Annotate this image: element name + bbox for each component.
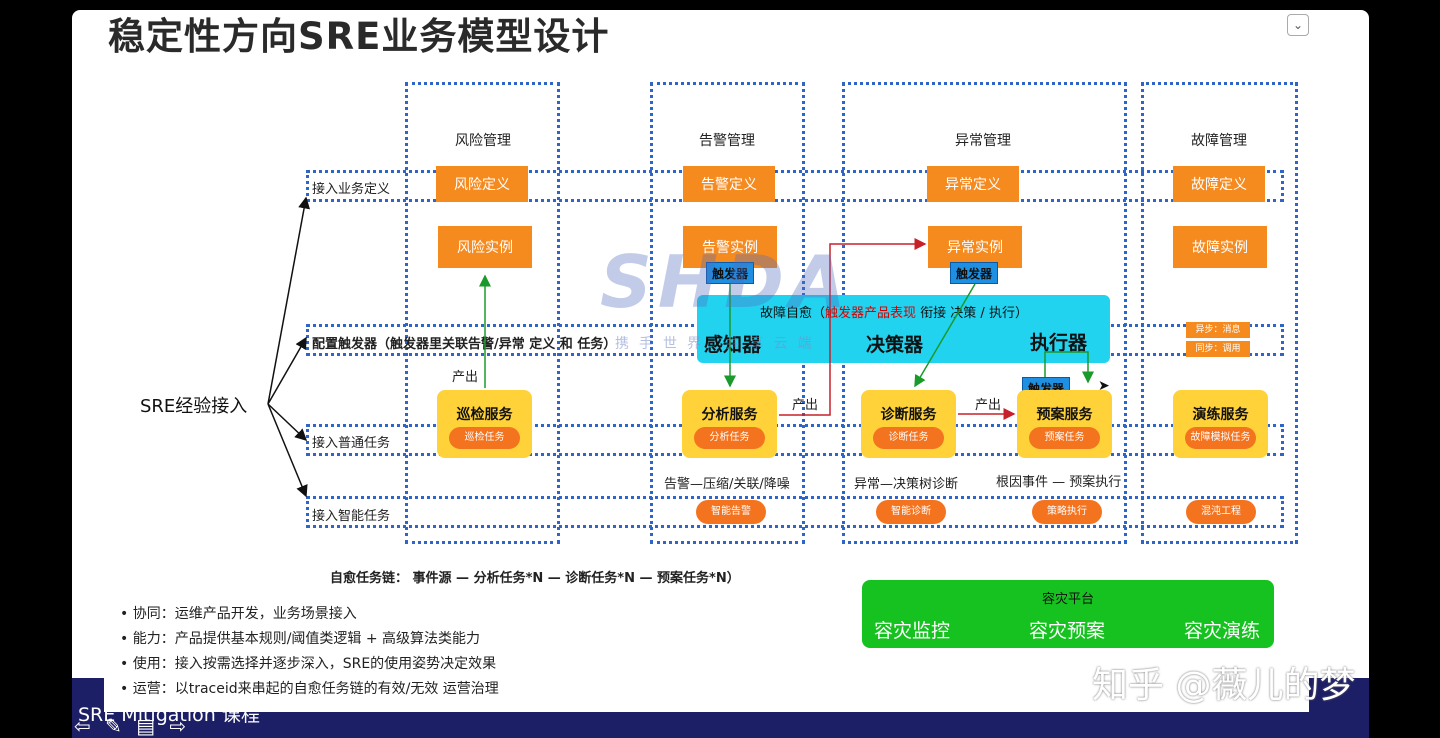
zhihu-credit: 知乎 @薇儿的梦: [1092, 665, 1356, 706]
plan-service-label: 预案服务: [1036, 407, 1093, 423]
watermark-logo: SHDA: [600, 240, 852, 324]
row-frame-smart-task: [306, 496, 1284, 528]
footer-white-strip: [104, 678, 1309, 712]
sre-fan-arrows: [267, 196, 310, 498]
row-frame-normal-task: [306, 424, 1284, 456]
row-label-business-def: 接入业务定义: [312, 182, 391, 197]
bullet-capability: • 能力：产品提供基本规则/阈值类逻辑 + 高级算法类能力: [120, 631, 481, 647]
diagnosis-service: 诊断服务 诊断任务: [861, 390, 956, 458]
smart-diagnosis-pill: 智能诊断: [876, 500, 946, 524]
column-title-fault: 故障管理: [1191, 133, 1247, 149]
alarm-instance: 告警实例: [683, 226, 777, 268]
watermark-tagline: 携手世界 共享云端: [615, 336, 822, 352]
analysis-service: 分析服务 分析任务: [682, 390, 777, 458]
anomaly-instance: 异常实例: [928, 226, 1022, 268]
sync-call-note: 同步：调用: [1186, 341, 1250, 357]
row-label-normal-task: 接入普通任务: [312, 436, 391, 451]
bullet-operations: • 运营：以traceid来串起的自愈任务链的有效/无效 运营治理: [120, 681, 499, 697]
output-label-diagnosis: 产出: [975, 398, 1002, 413]
slide-nav-icons[interactable]: ⇦ ✎ ▤ ⇨: [74, 714, 191, 738]
plan-task: 预案任务: [1029, 427, 1100, 449]
risk-definition: 风险定义: [436, 166, 528, 202]
analysis-service-label: 分析服务: [701, 407, 758, 423]
inspection-service-label: 巡检服务: [456, 407, 513, 423]
output-label-risk: 产出: [452, 370, 479, 385]
chevron-down-icon[interactable]: ⌄: [1287, 14, 1309, 36]
executor-label: 执行器: [1030, 332, 1088, 354]
column-frame-risk: [405, 82, 560, 544]
disaster-monitoring: 容灾监控: [874, 620, 951, 642]
bullet-usage: • 使用：接入按需选择并逐步深入，SRE的使用姿势决定效果: [120, 656, 497, 672]
disaster-plan: 容灾预案: [1029, 620, 1106, 642]
smart-alarm-pill: 智能告警: [696, 500, 766, 524]
row-label-trigger: 配置触发器（触发器里关联告警/异常 定义 和 任务）: [312, 337, 617, 352]
row-label-smart-task: 接入智能任务: [312, 509, 391, 524]
self-heal-caption: 故障自愈（触发器产品表现 衔接 决策 / 执行）: [760, 306, 1028, 321]
drill-service: 演练服务 故障模拟任务: [1173, 390, 1268, 458]
alarm-caption: 告警—压缩/关联/降噪: [664, 477, 790, 492]
row-frame-business-def: [306, 170, 1284, 202]
inspection-service: 巡检服务 巡检任务: [437, 390, 532, 458]
page-title: 稳定性方向SRE业务模型设计: [108, 15, 610, 58]
self-heal-task-chain: 自愈任务链： 事件源 — 分析任务*N — 诊断任务*N — 预案任务*N）: [330, 571, 740, 586]
decider-label: 决策器: [866, 334, 924, 356]
strategy-execution-pill: 策略执行: [1032, 500, 1102, 524]
async-message-note: 异步：消息: [1186, 322, 1250, 338]
diagnosis-service-label: 诊断服务: [880, 407, 937, 423]
drill-service-label: 演练服务: [1192, 407, 1249, 423]
anomaly-caption: 异常—决策树诊断: [854, 477, 959, 492]
analysis-task: 分析任务: [694, 427, 765, 449]
risk-instance: 风险实例: [438, 226, 532, 268]
fault-instance: 故障实例: [1173, 226, 1267, 268]
inspection-task: 巡检任务: [449, 427, 520, 449]
bullet-collaboration: • 协同：运维产品开发，业务场景接入: [120, 606, 357, 622]
fault-definition: 故障定义: [1173, 166, 1265, 202]
output-label-analysis: 产出: [792, 398, 819, 413]
disaster-platform-title: 容灾平台: [1041, 592, 1094, 607]
chaos-engineering-pill: 混沌工程: [1186, 500, 1256, 524]
anomaly-definition: 异常定义: [927, 166, 1019, 202]
root-cause-caption: 根因事件 — 预案执行: [996, 475, 1122, 490]
self-heal-banner: [697, 295, 1110, 363]
alarm-definition: 告警定义: [683, 166, 775, 202]
anomaly-trigger: 触发器: [950, 262, 998, 284]
sre-entry-label: SRE经验接入: [140, 396, 248, 417]
disaster-drill: 容灾演练: [1184, 620, 1261, 642]
column-title-alarm: 告警管理: [699, 133, 755, 149]
fault-simulation-task: 故障模拟任务: [1185, 427, 1256, 449]
column-title-risk: 风险管理: [455, 133, 511, 149]
sensor-label: 感知器: [704, 334, 762, 356]
diagnosis-task: 诊断任务: [873, 427, 944, 449]
alarm-trigger: 触发器: [706, 262, 754, 284]
column-frame-fault: [1141, 82, 1298, 544]
mouse-cursor-icon: ➤: [1098, 378, 1110, 394]
plan-service: 预案服务 预案任务: [1017, 390, 1112, 458]
column-title-anomaly: 异常管理: [955, 133, 1011, 149]
disaster-recovery-platform: 容灾平台 容灾监控 容灾预案 容灾演练: [862, 580, 1274, 648]
course-label: SRE Mitigation 课程: [78, 704, 260, 726]
